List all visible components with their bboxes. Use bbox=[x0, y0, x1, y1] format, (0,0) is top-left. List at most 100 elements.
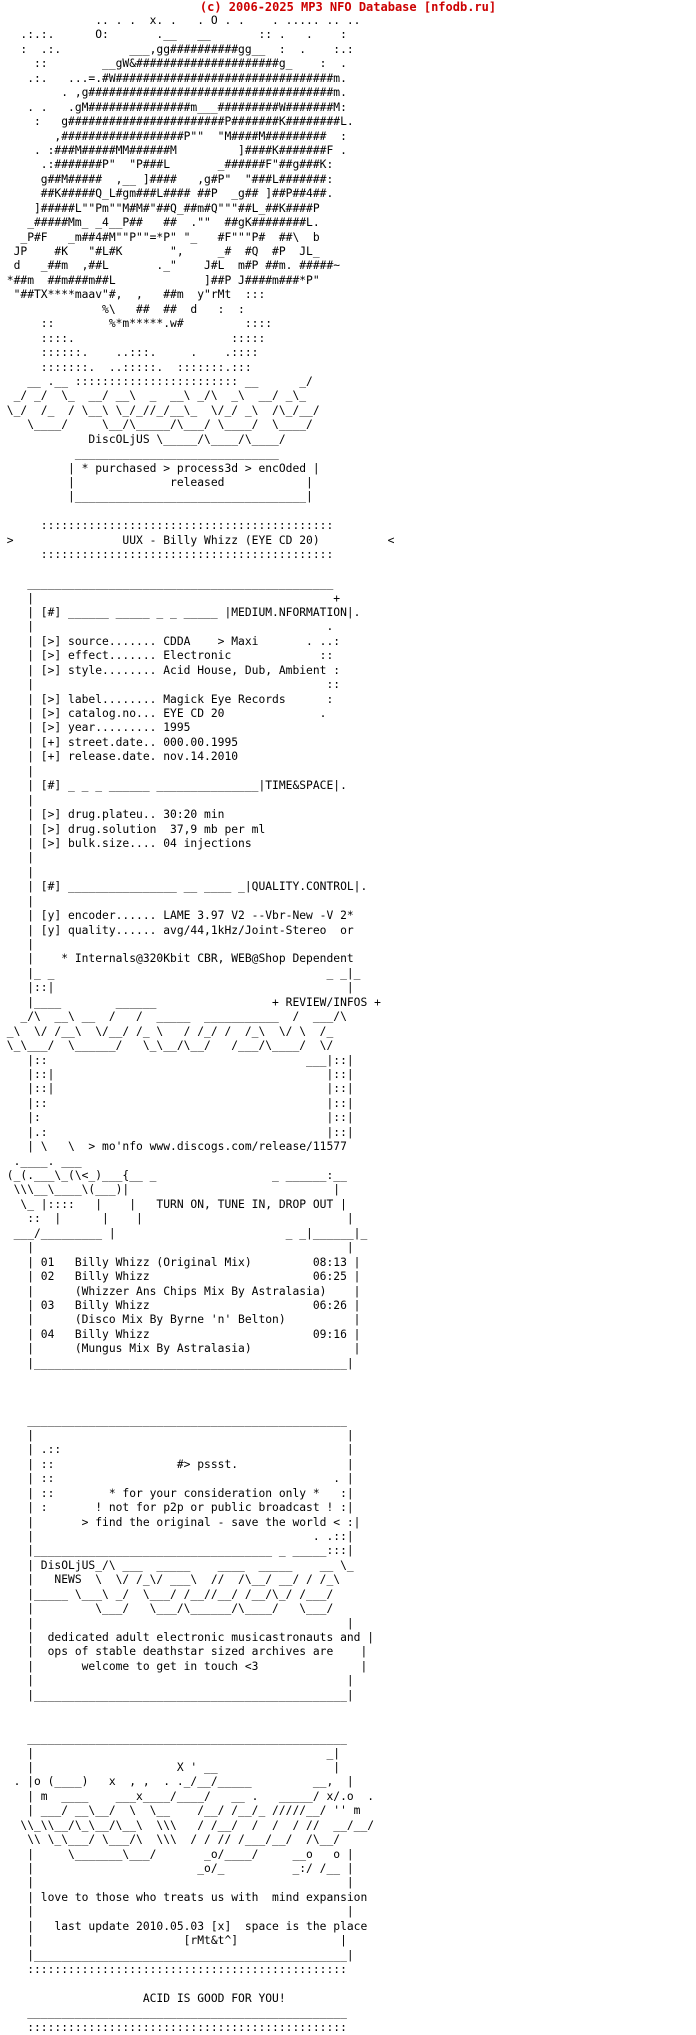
nfo-line bbox=[0, 1386, 394, 1400]
nfo-line: | (Whizzer Ans Chips Mix By Astralasia) … bbox=[0, 1284, 368, 1298]
nfo-line: | bbox=[0, 894, 347, 908]
nfo-line: |____ ______ + REVIEW/INFOS + bbox=[0, 995, 395, 1009]
nfo-line: |::| | bbox=[0, 981, 368, 995]
nfo-line: | [+] street.date.. 000.00.1995 bbox=[0, 735, 347, 749]
nfo-line: | | bbox=[0, 1241, 368, 1255]
nfo-line: | [y] quality...... avg/44,1kHz/Joint-St… bbox=[0, 923, 361, 937]
nfo-line: . |o (____) x , , . ._/__/_____ __, | bbox=[0, 1775, 368, 1789]
nfo-line: \\ \_\___/ \___/\ \\\ / / // /___/__/ /\… bbox=[0, 1833, 361, 1847]
nfo-line: | | bbox=[0, 1428, 361, 1442]
nfo-line: | [>] catalog.no... EYE CD 20 . bbox=[0, 707, 347, 720]
nfo-line: | | bbox=[0, 1616, 361, 1630]
nfo-line: | m ____ ___x____/____/ __ . _____/ x/.o… bbox=[0, 1789, 381, 1803]
nfo-line bbox=[0, 1718, 394, 1732]
nfo-line: \_/ /_ / \__\ \_/_//_/__\_ \/_/ _\ /\_/_… bbox=[0, 403, 320, 417]
nfo-line: |:: |::| bbox=[0, 1096, 354, 1110]
nfo-line: | ops of stable deathstar sized archives… bbox=[0, 1645, 375, 1659]
nfo-line: ::::::::::::::::::::::::::::::::::::::::… bbox=[0, 519, 347, 533]
nfo-line: .. . . x. . . O . . . ..... .. .. bbox=[0, 14, 368, 27]
nfo-line: ________________________________________… bbox=[0, 1414, 361, 1428]
nfo-line: .:.:. O: .__ __ :: . . : bbox=[0, 28, 361, 42]
nfo-line: __ .__ :::::::::::::::::::::::: __ _/ bbox=[0, 374, 320, 388]
nfo-line: ,##################P"" "M####M######### … bbox=[0, 129, 361, 143]
nfo-line: |__________________________________| bbox=[0, 490, 334, 504]
nfo-line: ______________________________ bbox=[0, 447, 341, 461]
nfo-line: |:: ___|::| bbox=[0, 1053, 354, 1067]
nfo-line: ________________________________________… bbox=[0, 577, 347, 591]
nfo-line: > UUX - Billy Whizz (EYE CD 20) < bbox=[0, 533, 395, 547]
nfo-line: \____/ \__/\_____/\___/ \____/ \____/ bbox=[0, 418, 334, 432]
nfo-line: | | bbox=[0, 1876, 361, 1890]
nfo-line: .:. ...=.#W#############################… bbox=[0, 71, 361, 85]
nfo-line: | welcome to get in touch <3 | bbox=[0, 1659, 375, 1673]
nfo-line: \\_\\__/\_\__/\__\ \\\ / /__/ / / / // _… bbox=[0, 1818, 381, 1832]
nfo-line: | [#] ________________ __ ____ _|QUALITY… bbox=[0, 880, 375, 894]
nfo-line: |.: |::| bbox=[0, 1125, 354, 1139]
nfo-line: ________________________________________… bbox=[0, 2006, 361, 2020]
nfo-line: | dedicated adult electronic musicastron… bbox=[0, 1631, 375, 1644]
nfo-line: | | bbox=[0, 1905, 361, 1919]
nfo-line: :: | | | | bbox=[0, 1212, 368, 1226]
nfo-line: JP #K "#L#K ", _# #Q #P JL_ bbox=[0, 245, 341, 258]
nfo-line: | .:: | bbox=[0, 1443, 361, 1457]
nfo-line bbox=[0, 1400, 394, 1414]
nfo-line: "##TX****maav"#, , ##m y"rMt ::: bbox=[0, 288, 313, 302]
nfo-line: (_(.___\_(\<_)___{__ _ _ ______:__ bbox=[0, 1169, 354, 1182]
nfo-line: | [>] effect....... Electronic :: bbox=[0, 649, 347, 663]
nfo-line: | bbox=[0, 793, 347, 807]
nfo-line: | [y] encoder...... LAME 3.97 V2 --Vbr-N… bbox=[0, 909, 361, 923]
nfo-line bbox=[0, 505, 394, 519]
nfo-line: |_ _ _ _|_ bbox=[0, 966, 361, 980]
nfo-line: | [>] style........ Acid House, Dub, Amb… bbox=[0, 663, 354, 677]
nfo-line: ::::::::::::::::::::::::::::::::::::::::… bbox=[0, 1963, 361, 1977]
nfo-line: :: __gW&#####################g_ : . bbox=[0, 57, 354, 71]
nfo-line: _\ \/ /__\ \/__/ /_ \ / /_/ / /_\ \/ \ /… bbox=[0, 1024, 341, 1038]
nfo-line: | : ! not for p2p or public broadcast ! … bbox=[0, 1501, 361, 1515]
nfo-line: | . bbox=[0, 620, 347, 634]
nfo-line: :::::::. ..:::::. :::::::.::: bbox=[0, 360, 313, 374]
nfo-line: | [>] drug.plateu.. 30:20 min bbox=[0, 808, 347, 822]
nfo-line: \\\__\____\(___)| | bbox=[0, 1183, 361, 1197]
nfo-line: \_\___/ \______/ \_\__/\__/ /___/\____/ … bbox=[0, 1039, 334, 1053]
nfo-line: |: |::| bbox=[0, 1111, 354, 1125]
nfo-line: | * purchased > process3d > encOded | bbox=[0, 461, 341, 475]
nfo-line: _#####Mm_ _4__P## ## ."" ##gK########L. bbox=[0, 216, 334, 230]
nfo-line: | released | bbox=[0, 476, 334, 489]
nfo-line: |::| |::| bbox=[0, 1082, 354, 1096]
nfo-line bbox=[0, 563, 394, 577]
nfo-line: ::::::::::::::::::::::::::::::::::::::::… bbox=[0, 548, 347, 562]
nfo-line: | _| bbox=[0, 1746, 354, 1760]
nfo-line: ::::::. ..:::. . .:::: bbox=[0, 346, 313, 360]
nfo-line: : .:. ___,gg##########gg__ : . :.: bbox=[0, 42, 361, 56]
nfo-line: | bbox=[0, 764, 347, 778]
nfo-line: | \ \ > mo'nfo www.discogs.com/release/1… bbox=[0, 1140, 354, 1154]
nfo-line: _P#F _m##4#M""P""=*P" "_ #F"""P# ##\ b bbox=[0, 230, 341, 244]
nfo-line: |_____ \___\ _/ \___/ /__//__/ /__/\_/ /… bbox=[0, 1587, 347, 1601]
nfo-art-block: .. . . x. . . O . . . ..... .. .. .:.:. … bbox=[0, 14, 395, 2035]
nfo-line: | \_______\___/ _o/____/ __o o | bbox=[0, 1847, 361, 1861]
nfo-line: | [>] drug.solution 37,9 mb per ml bbox=[0, 822, 347, 836]
nfo-line: | * Internals@320Kbit CBR, WEB@Shop Depe… bbox=[0, 952, 361, 966]
nfo-line: .____. ___ bbox=[0, 1154, 347, 1168]
nfo-line: | 02 Billy Whizz 06:25 | bbox=[0, 1270, 368, 1284]
nfo-line: _/ _/ \_ __/ __\ _ __\ _/\ _\ __/ _\_ bbox=[0, 389, 320, 403]
nfo-line: | . .::| bbox=[0, 1529, 361, 1543]
nfo-line: | bbox=[0, 851, 347, 865]
nfo-line: ::::::::::::::::::::::::::::::::::::::::… bbox=[0, 2020, 361, 2034]
nfo-line: ]#####L""Pm""M#M#"##Q_##m#Q"""##L_##K###… bbox=[0, 201, 347, 215]
nfo-line bbox=[0, 1703, 394, 1717]
nfo-page: (c) 2006-2025 MP3 NFO Database [nfodb.ru… bbox=[7, 0, 496, 2034]
nfo-line bbox=[0, 1978, 394, 1992]
nfo-line: | + bbox=[0, 591, 347, 605]
nfo-line: g##M##### ,__ ]#### ,g#P" "###L#######: bbox=[0, 172, 361, 186]
nfo-line: | love to those who treats us with mind … bbox=[0, 1890, 375, 1904]
nfo-line: \_ |:::: | | TURN ON, TUNE IN, DROP OUT … bbox=[0, 1197, 361, 1211]
nfo-line: *##m ##m###m##L ]##P J####m###*P" bbox=[0, 273, 334, 287]
nfo-line: .:#######P" "P###L _######F"##g###K: bbox=[0, 158, 361, 172]
nfo-line: | NEWS \ \/ /_\/ ___\ // /\__/ __/ / /_\ bbox=[0, 1573, 354, 1587]
nfo-line: | (Disco Mix By Byrne 'n' Belton) | bbox=[0, 1313, 368, 1327]
nfo-line: d _##m ,##L ._" J#L m#P ##m. #####~ bbox=[0, 259, 347, 273]
nfo-line: %\ ## ## d : : bbox=[0, 302, 307, 316]
nfo-line: | X ' __ | bbox=[0, 1760, 354, 1774]
nfo-line: | _o/_ _:/ /__ | bbox=[0, 1862, 368, 1875]
